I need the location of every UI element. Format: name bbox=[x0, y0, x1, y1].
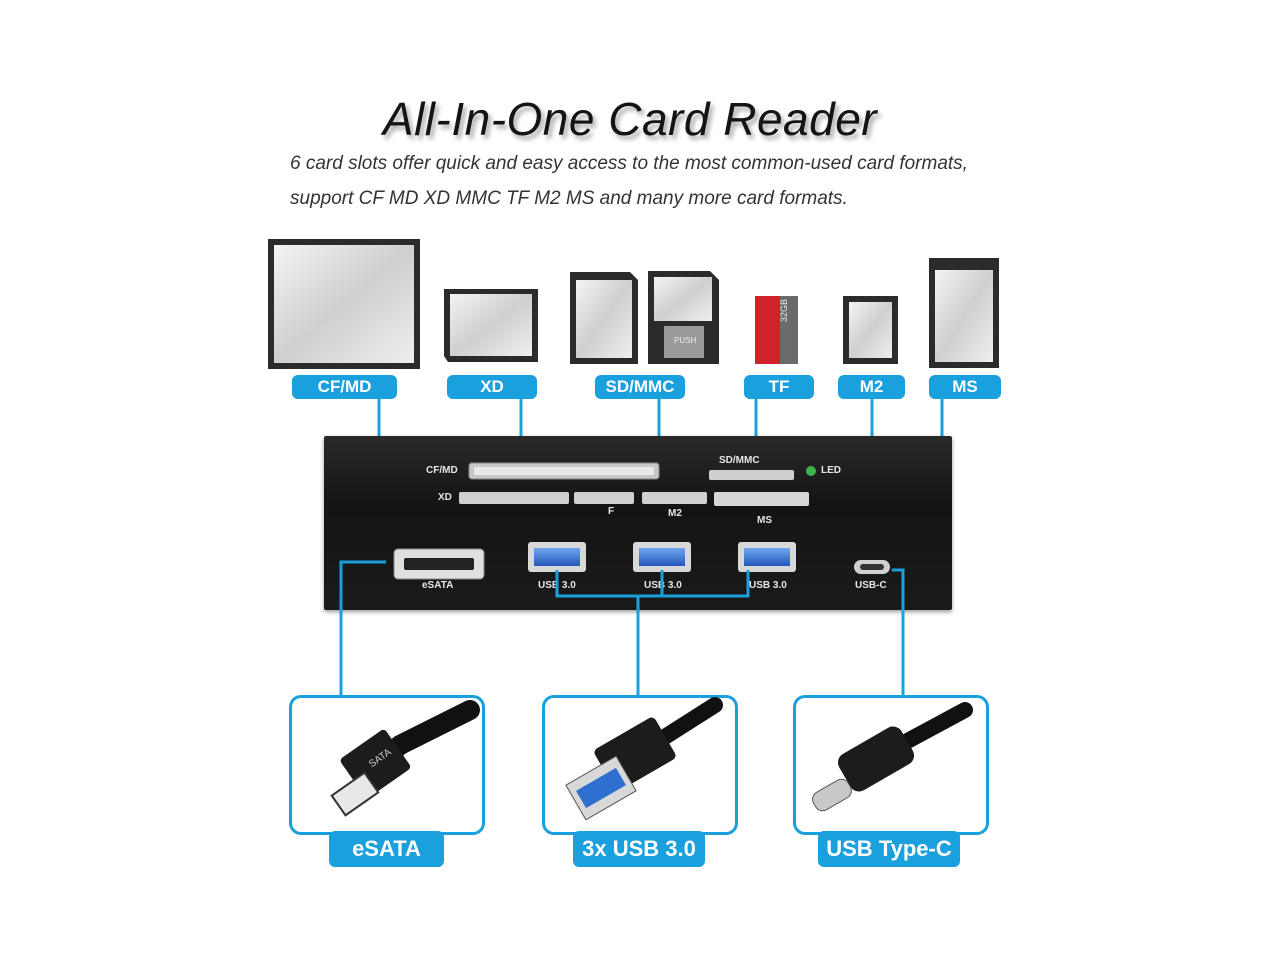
panel-label-sd-mmc: SD/MMC bbox=[719, 455, 760, 466]
usb-c-cable-icon bbox=[812, 702, 973, 812]
label-xd: XD bbox=[447, 375, 537, 399]
label-tf: TF bbox=[744, 375, 814, 399]
panel-label-f: F bbox=[608, 506, 615, 517]
panel-label-m2: M2 bbox=[668, 508, 682, 519]
label-usb-type-c: USB Type-C bbox=[818, 831, 960, 867]
label-m2: M2 bbox=[838, 375, 905, 399]
label-ms: MS bbox=[929, 375, 1001, 399]
panel-label-usb-3: USB 3.0 bbox=[749, 580, 787, 591]
usb-a-cable-icon bbox=[565, 697, 723, 821]
label-usb-3x: 3x USB 3.0 bbox=[573, 831, 705, 867]
led-indicator bbox=[806, 466, 816, 476]
panel-label-led: LED bbox=[821, 465, 841, 476]
m2-card-image bbox=[843, 296, 898, 364]
page-title: All-In-One Card Reader bbox=[382, 93, 878, 145]
label-sd-mmc: SD/MMC bbox=[595, 375, 685, 399]
front-panel-details bbox=[393, 462, 890, 580]
panel-label-ms: MS bbox=[757, 515, 772, 526]
mmc-card-image bbox=[648, 271, 719, 364]
tf-card-image bbox=[755, 296, 798, 364]
label-esata: eSATA bbox=[329, 831, 444, 867]
mmc-card-print: PUSH bbox=[674, 336, 697, 345]
panel-label-esata: eSATA bbox=[422, 580, 454, 591]
description-line-2: support CF MD XD MMC TF M2 MS and many m… bbox=[290, 188, 848, 209]
esata-cable-icon bbox=[330, 700, 480, 817]
ms-card-image bbox=[929, 258, 999, 368]
panel-label-xd: XD bbox=[438, 492, 452, 503]
panel-label-usb-c: USB-C bbox=[855, 580, 887, 591]
cf-card-image bbox=[268, 239, 420, 369]
panel-label-cf-md: CF/MD bbox=[426, 465, 458, 476]
label-cf-md: CF/MD bbox=[292, 375, 397, 399]
description-line-1: 6 card slots offer quick and easy access… bbox=[290, 153, 968, 174]
sd-card-image bbox=[570, 272, 638, 364]
xd-card-image bbox=[444, 289, 538, 362]
